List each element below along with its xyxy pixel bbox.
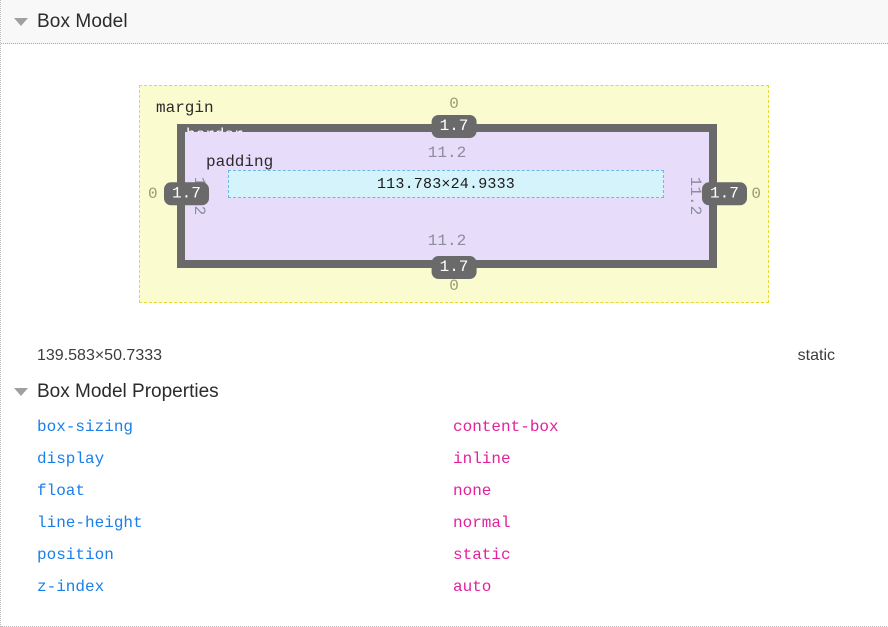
box-model-diagram: margin 0 0 0 0 border padding 11.2 11.2 … [1, 44, 888, 341]
properties-title: Box Model Properties [37, 381, 219, 402]
content-size-label: 113.783×24.9333 [376, 175, 516, 193]
margin-region[interactable]: margin 0 0 0 0 border padding 11.2 11.2 … [139, 85, 769, 303]
border-top-value: 1.7 [431, 115, 477, 139]
border-left-value: 1.7 [164, 182, 209, 206]
property-value[interactable]: none [453, 482, 492, 500]
property-value[interactable]: normal [453, 514, 511, 532]
properties-list: box-sizing content-box display inline fl… [1, 411, 888, 603]
table-row[interactable]: display inline [1, 443, 888, 475]
box-model-properties-header[interactable]: Box Model Properties [1, 377, 888, 407]
element-size-label: 139.583×50.7333 [37, 347, 163, 364]
margin-right-value: 0 [751, 185, 761, 203]
property-value[interactable]: content-box [453, 418, 559, 436]
property-name: z-index [37, 578, 105, 596]
margin-bottom-value: 0 [449, 277, 459, 295]
content-region[interactable]: 113.783×24.9333 [228, 170, 664, 198]
property-value[interactable]: static [453, 546, 511, 564]
triangle-down-icon[interactable] [14, 17, 28, 26]
page-title: Box Model [37, 10, 128, 32]
property-name: display [37, 450, 105, 468]
box-model-summary: 139.583×50.7333 static [1, 341, 888, 371]
table-row[interactable]: position static [1, 539, 888, 571]
triangle-down-icon[interactable] [14, 388, 28, 396]
margin-left-value: 0 [148, 185, 158, 203]
property-name: box-sizing [37, 418, 134, 436]
padding-bottom-value: 11.2 [427, 232, 467, 250]
padding-top-value: 11.2 [427, 144, 467, 162]
property-value[interactable]: auto [453, 578, 492, 596]
padding-label: padding [206, 153, 274, 171]
margin-label: margin [156, 99, 214, 117]
table-row[interactable]: z-index auto [1, 571, 888, 603]
border-right-value: 1.7 [702, 182, 747, 206]
border-bottom-value: 1.7 [431, 256, 477, 280]
property-name: float [37, 482, 86, 500]
margin-top-value: 0 [449, 95, 459, 113]
element-position-label: static [797, 347, 835, 364]
border-region[interactable]: border padding 11.2 11.2 11.2 11.2 113.7… [177, 124, 717, 268]
property-name: position [37, 546, 114, 564]
box-model-header[interactable]: Box Model [1, 0, 888, 44]
property-name: line-height [37, 514, 143, 532]
table-row[interactable]: line-height normal [1, 507, 888, 539]
property-value[interactable]: inline [453, 450, 511, 468]
table-row[interactable]: box-sizing content-box [1, 411, 888, 443]
table-row[interactable]: float none [1, 475, 888, 507]
